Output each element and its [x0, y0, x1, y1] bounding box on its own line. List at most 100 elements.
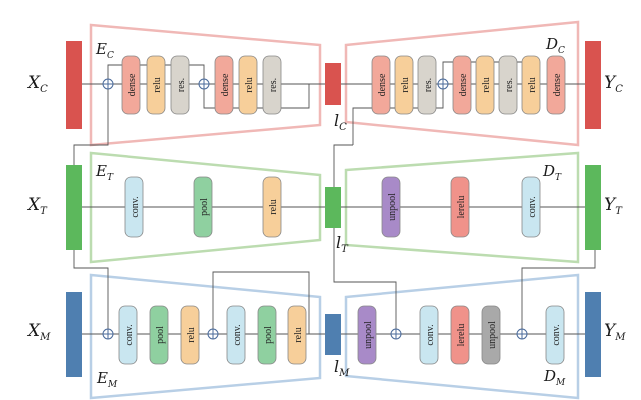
block-dec-c-5: relu: [475, 55, 495, 115]
decoder-label-m: DM: [543, 367, 566, 388]
encoder-label-m: EM: [96, 369, 118, 390]
block-label: dense: [220, 73, 231, 96]
block-label: relu: [527, 77, 538, 93]
block-enc-t-3: relu: [262, 176, 282, 238]
block-label: relu: [244, 77, 255, 93]
encoder-m-trapezoid: [89, 273, 322, 400]
block-dec-m-3: lerelu: [450, 305, 470, 365]
block-enc-c-2: relu: [146, 55, 166, 115]
block-dec-c-6: res.: [498, 55, 518, 115]
output-label-c: YC: [604, 73, 623, 95]
sum-node: [102, 78, 114, 90]
sum-node: [198, 78, 210, 90]
block-label: relu: [186, 327, 197, 343]
encoder-t-trapezoid: [89, 151, 322, 264]
block-label: dense: [377, 73, 388, 96]
block-dec-c-7: relu: [521, 55, 541, 115]
sum-node: [516, 328, 528, 340]
latent-bar-m: [325, 314, 341, 355]
block-label: pool: [155, 326, 166, 344]
block-dec-c-2: relu: [394, 55, 414, 115]
block-label: unpool: [487, 321, 498, 349]
block-label: relu: [293, 327, 304, 343]
block-dec-c-3: res.: [417, 55, 437, 115]
input-label-t: XT: [26, 195, 48, 217]
block-label: lerelu: [456, 196, 467, 219]
block-dec-m-4: unpool: [481, 305, 501, 365]
block-label: conv.: [124, 324, 135, 345]
block-enc-c-5: relu: [238, 55, 258, 115]
encoder-c-trapezoid: [89, 23, 322, 147]
block-enc-c-6: res.: [262, 55, 282, 115]
block-label: res.: [423, 78, 434, 92]
latent-label-m: lM: [334, 357, 350, 379]
latent-bar-t: [325, 187, 341, 228]
block-dec-c-4: dense: [452, 55, 472, 115]
block-label: res.: [176, 78, 187, 92]
block-label: dense: [127, 73, 138, 96]
input-bar-c: [66, 41, 82, 129]
block-dec-c-1: dense: [371, 55, 391, 115]
block-label: lerelu: [456, 324, 467, 347]
input-label-c: XC: [26, 73, 48, 95]
decoder-t-trapezoid: [344, 151, 580, 264]
block-label: conv.: [130, 196, 141, 217]
output-label-m: YM: [604, 321, 626, 343]
sum-node: [437, 78, 449, 90]
block-enc-m-4: conv.: [226, 305, 246, 365]
output-bar-m: [585, 292, 601, 377]
sum-node: [207, 328, 219, 340]
block-enc-m-3: relu: [180, 305, 200, 365]
output-bar-t: [585, 165, 601, 250]
sum-node: [102, 328, 114, 340]
block-enc-m-1: conv.: [118, 305, 138, 365]
block-enc-m-2: pool: [149, 305, 169, 365]
latent-bar-c: [325, 63, 341, 105]
encoder-label-c: EC: [95, 40, 114, 61]
block-label: unpool: [387, 193, 398, 221]
block-label: conv.: [551, 324, 562, 345]
block-dec-t-2: lerelu: [450, 176, 470, 238]
input-label-m: XM: [26, 321, 51, 343]
block-label: res.: [504, 78, 515, 92]
block-label: relu: [400, 77, 411, 93]
input-bar-m: [66, 292, 82, 377]
block-dec-m-1: unpool: [357, 305, 377, 365]
block-label: pool: [199, 198, 210, 216]
block-enc-c-1: dense: [121, 55, 141, 115]
encoder-label-t: ET: [95, 162, 114, 183]
block-label: unpool: [363, 321, 374, 349]
block-label: dense: [552, 73, 563, 96]
block-enc-c-3: res.: [170, 55, 190, 115]
block-dec-c-8: dense: [546, 55, 566, 115]
input-bar-t: [66, 165, 82, 250]
decoder-label-c: DC: [545, 35, 565, 56]
block-dec-t-3: conv.: [521, 176, 541, 238]
decoder-m-trapezoid: [344, 273, 580, 400]
latent-label-t: lT: [336, 233, 349, 255]
block-enc-m-6: relu: [287, 305, 307, 365]
block-dec-t-1: unpool: [381, 176, 401, 238]
block-label: dense: [458, 73, 469, 96]
block-label: res.: [268, 78, 279, 92]
decoder-label-t: DT: [542, 162, 562, 183]
block-enc-m-5: pool: [257, 305, 277, 365]
block-label: conv.: [527, 196, 538, 217]
block-label: conv.: [425, 324, 436, 345]
block-enc-c-4: dense: [214, 55, 234, 115]
block-label: relu: [268, 199, 279, 215]
block-enc-t-2: pool: [193, 176, 213, 238]
latent-label-c: lC: [334, 111, 347, 133]
decoder-c-trapezoid: [344, 20, 580, 147]
output-bar-c: [585, 41, 601, 129]
block-label: pool: [263, 326, 274, 344]
sum-node: [390, 328, 402, 340]
output-label-t: YT: [604, 195, 623, 217]
block-dec-m-2: conv.: [419, 305, 439, 365]
block-label: conv.: [232, 324, 243, 345]
block-label: relu: [481, 77, 492, 93]
block-enc-t-1: conv.: [124, 176, 144, 238]
block-dec-m-5: conv.: [545, 305, 565, 365]
